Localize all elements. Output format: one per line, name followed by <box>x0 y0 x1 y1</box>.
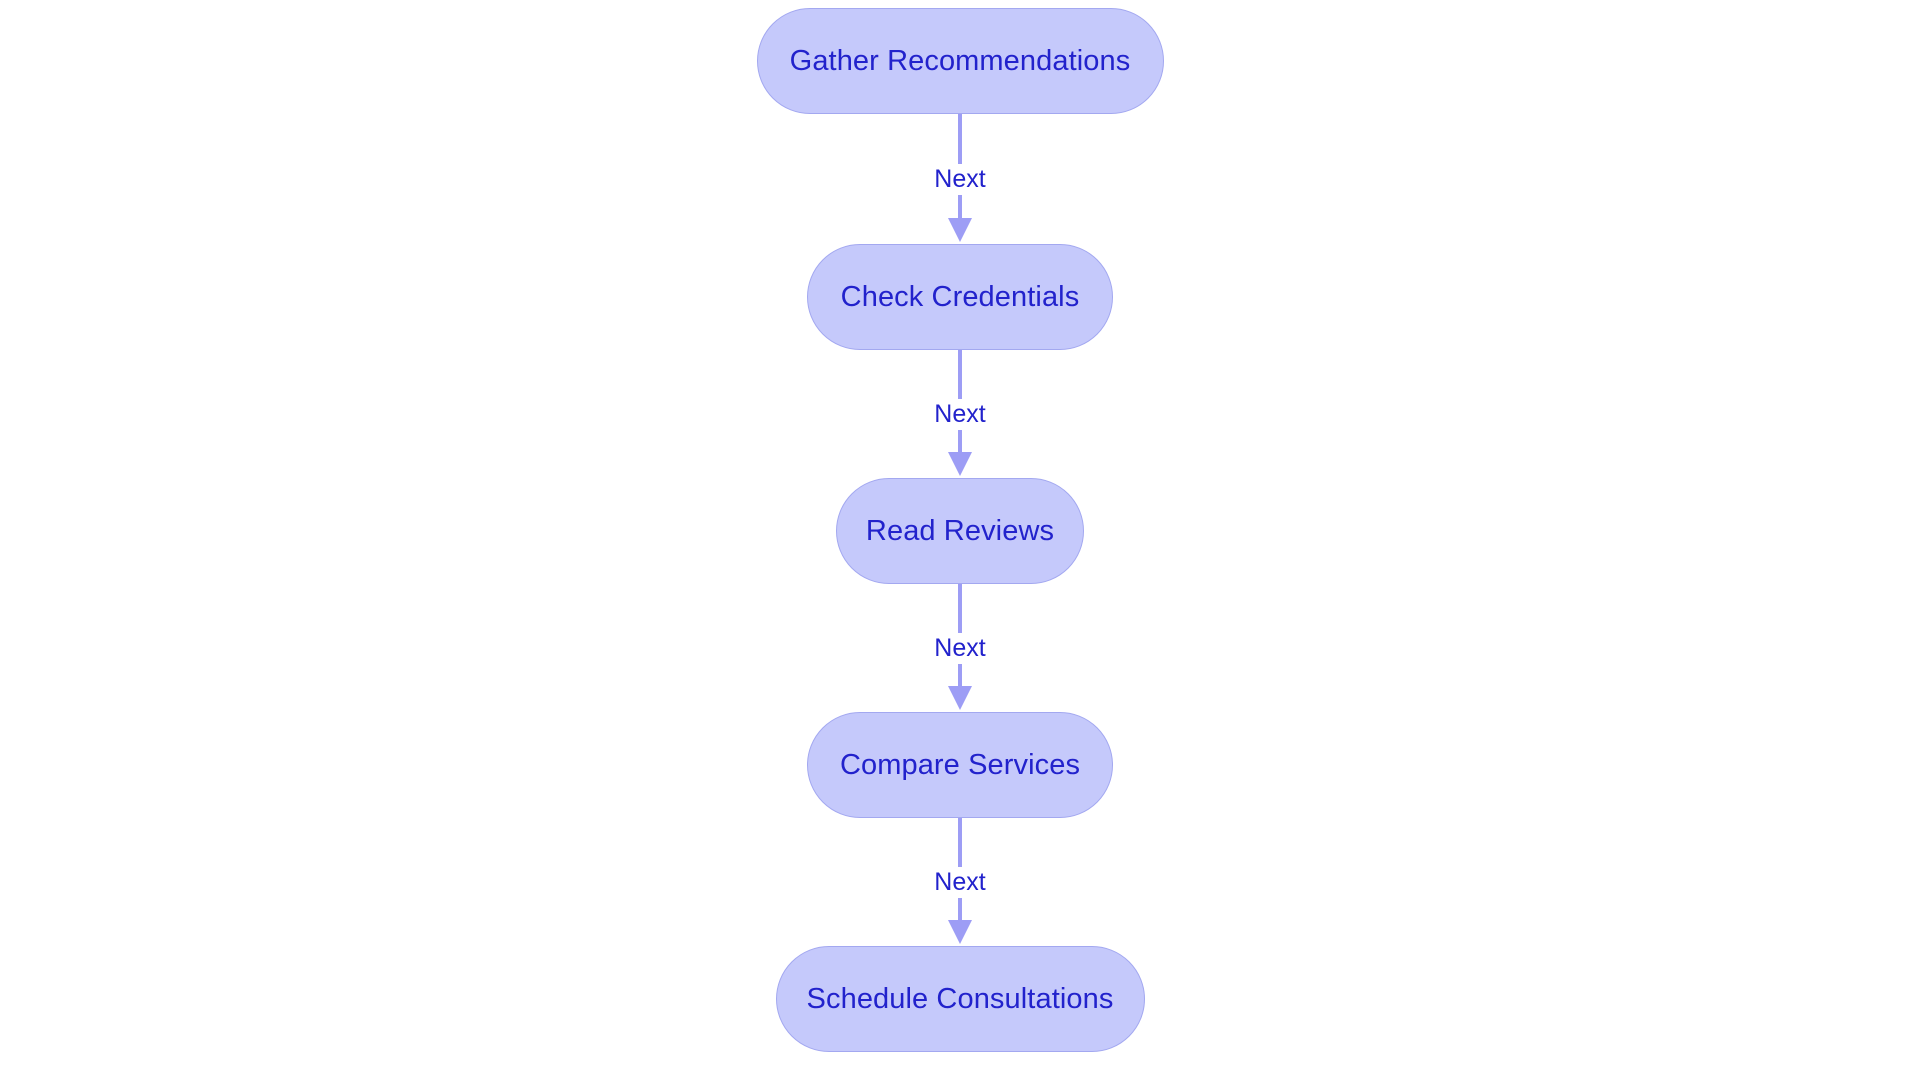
flow-node-compare-services[interactable]: Compare Services <box>807 712 1113 818</box>
flow-node-read-reviews[interactable]: Read Reviews <box>836 478 1084 584</box>
flow-node-label: Schedule Consultations <box>806 982 1114 1015</box>
flow-edge-label: Next <box>927 398 993 430</box>
flow-node-schedule-consultations[interactable]: Schedule Consultations <box>775 946 1145 1052</box>
flow-node-label: Check Credentials <box>840 280 1080 313</box>
flow-node-check-credentials[interactable]: Check Credentials <box>807 244 1113 350</box>
flow-edge-3: Next <box>840 584 1080 712</box>
flow-node-label: Gather Recommendations <box>789 44 1131 77</box>
flow-node-gather-recommendations[interactable]: Gather Recommendations <box>756 8 1164 114</box>
flow-edge-2: Next <box>840 350 1080 478</box>
flow-edge-label: Next <box>927 163 993 195</box>
flow-edge-1: Next <box>840 114 1080 244</box>
flow-edge-label: Next <box>927 632 993 664</box>
flow-edge-label: Next <box>927 866 993 898</box>
flow-node-label: Compare Services <box>839 748 1081 781</box>
flow-edge-4: Next <box>840 818 1080 946</box>
flow-node-label: Read Reviews <box>865 514 1055 547</box>
